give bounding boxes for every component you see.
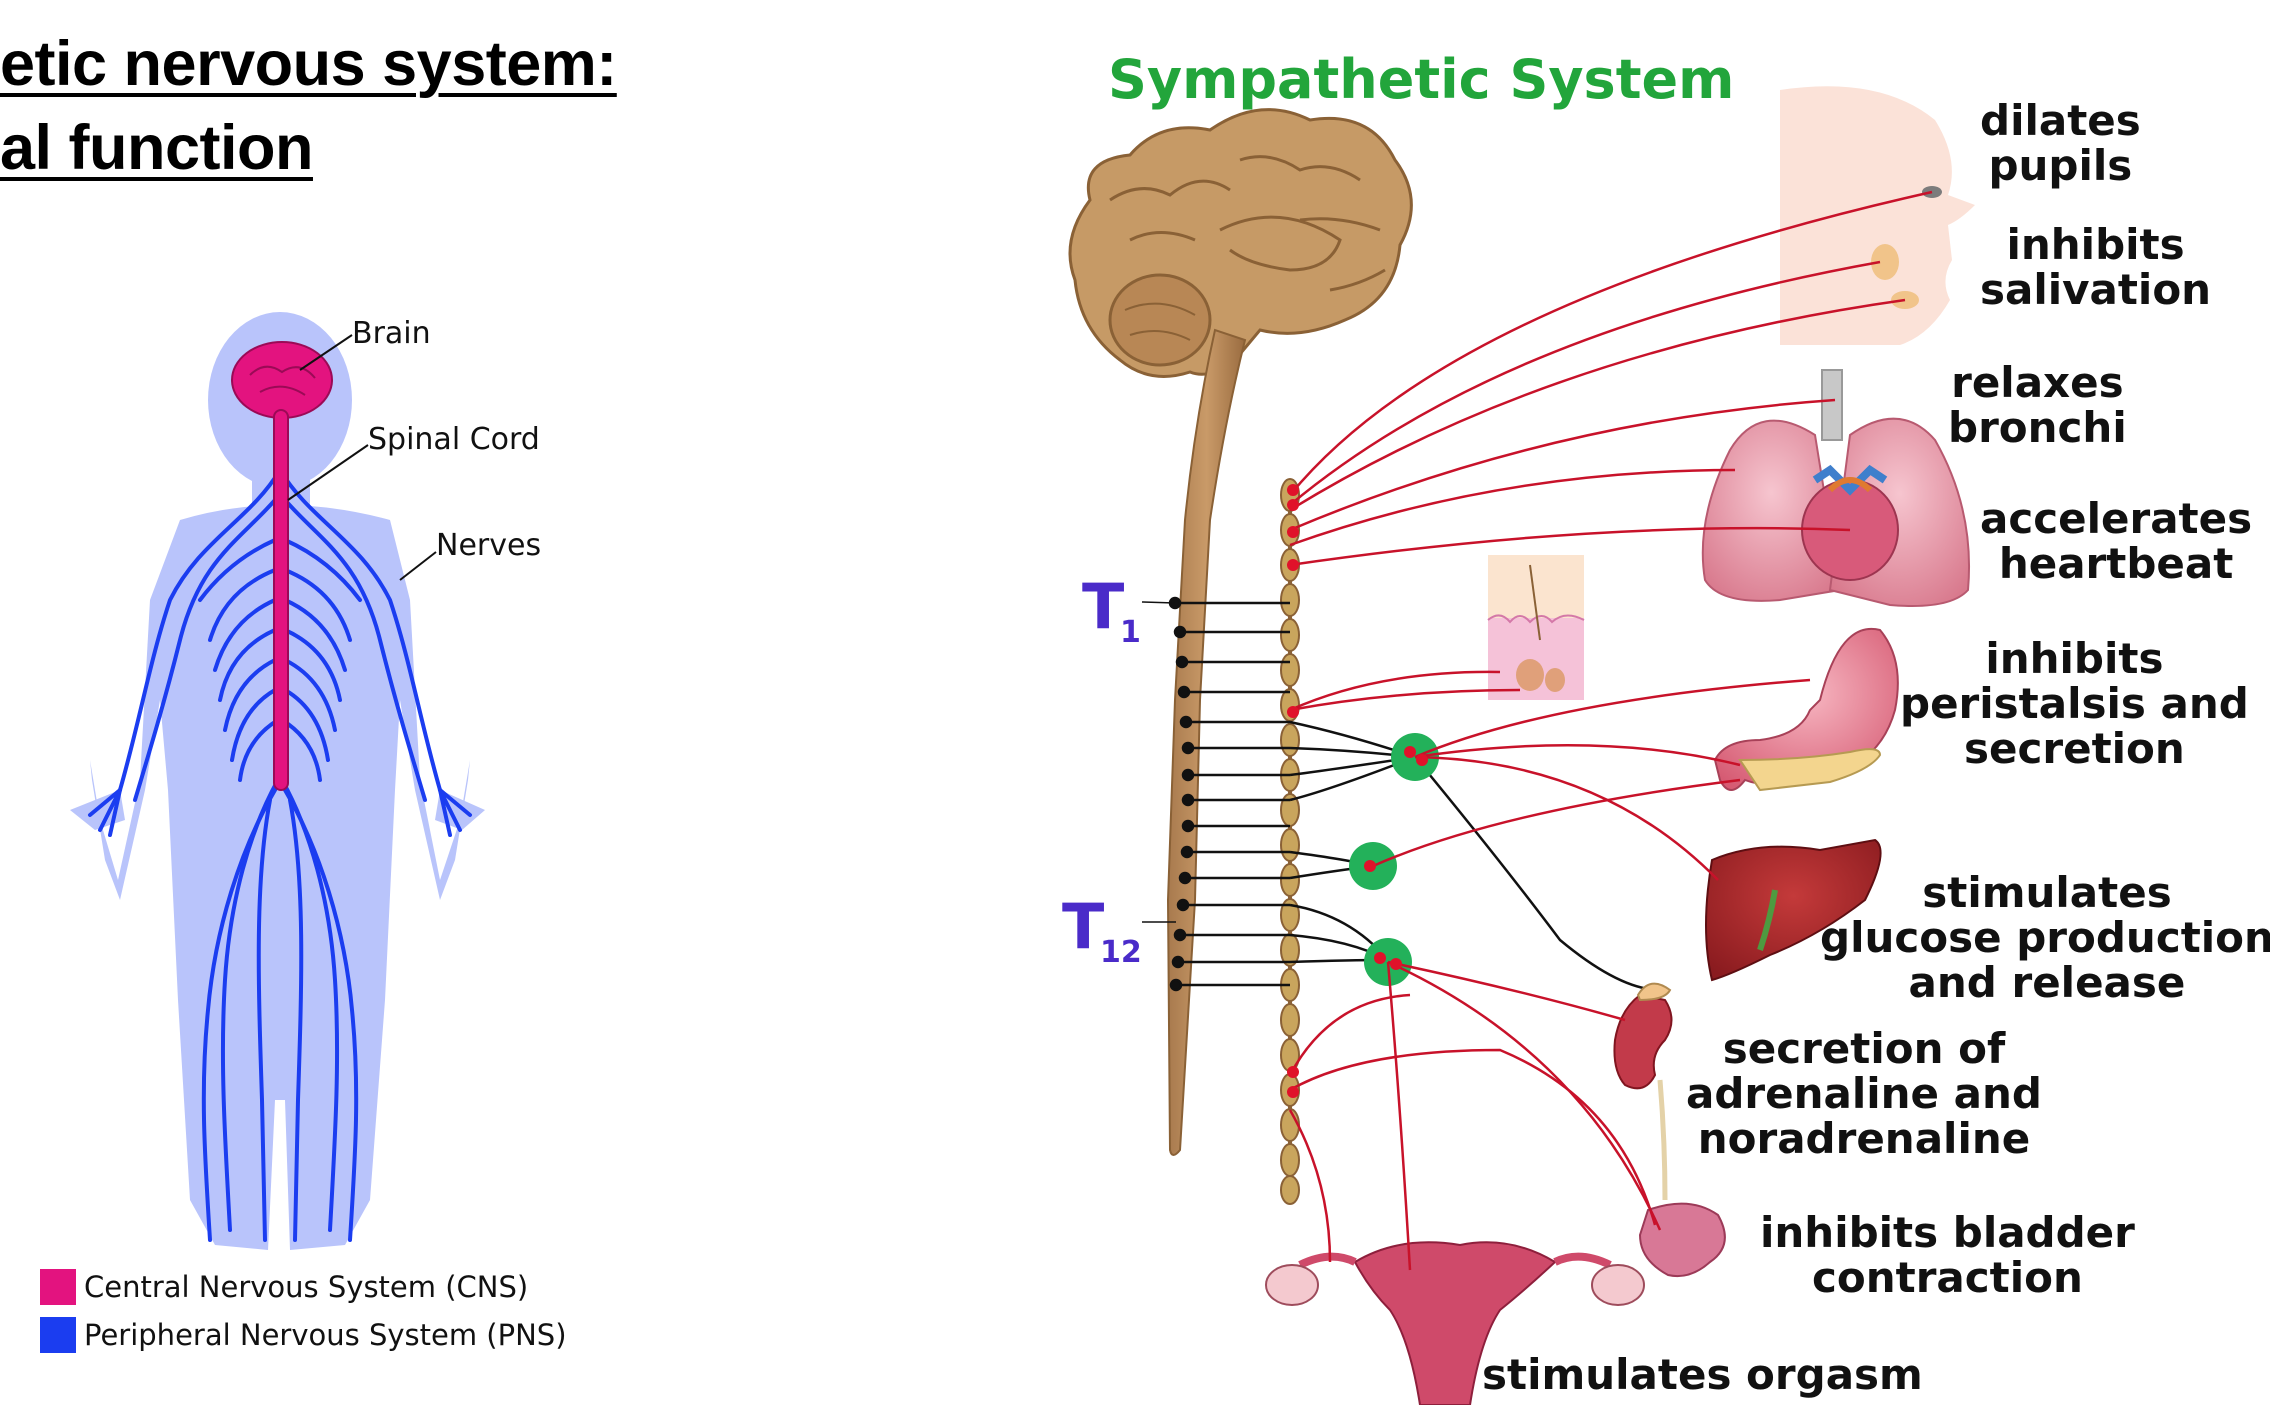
sympathetic-system-title: Sympathetic System [1108,48,1734,111]
pns-legend-label: Peripheral Nervous System (PNS) [84,1318,567,1352]
accelerates-heartbeat-label: accelerates heartbeat [1980,496,2252,586]
t1-letter: T [1082,570,1124,643]
face-illustration [1780,86,1975,345]
spinal-cord-label: Spinal Cord [368,422,540,457]
t1-subscript: 1 [1120,615,1141,650]
adrenaline-secretion-label: secretion of adrenaline and noradrenalin… [1686,1026,2042,1161]
synapse-dots [1287,484,1428,1098]
spinal-cord [1168,330,1245,1155]
t12-subscript: 12 [1100,935,1142,970]
stimulates-orgasm-label: stimulates orgasm [1482,1352,1923,1397]
relaxes-bronchi-label: relaxes bronchi [1948,360,2127,450]
skin-follicle-illustration [1488,555,1584,700]
dilates-pupils-label: dilates pupils [1980,98,2141,188]
pns-legend-swatch [40,1317,76,1353]
brain-label: Brain [352,316,431,351]
inhibits-peristalsis-label: inhibits peristalsis and secretion [1900,636,2249,771]
cns-legend-swatch [40,1269,76,1305]
stomach-illustration [1715,629,1898,790]
inhibits-bladder-label: inhibits bladder contraction [1760,1210,2135,1300]
kidney-adrenal-illustration [1614,984,1671,1200]
cns-legend-label: Central Nervous System (CNS) [84,1270,528,1304]
inhibits-salivation-label: inhibits salivation [1980,222,2211,312]
nerves-label: Nerves [436,528,541,563]
stimulates-glucose-label: stimulates glucose production and releas… [1820,870,2270,1005]
lungs-heart-illustration [1703,370,1969,606]
nerves-leader-line [400,552,436,580]
brain-illustration [1070,110,1411,377]
t12-letter: T [1062,890,1104,963]
